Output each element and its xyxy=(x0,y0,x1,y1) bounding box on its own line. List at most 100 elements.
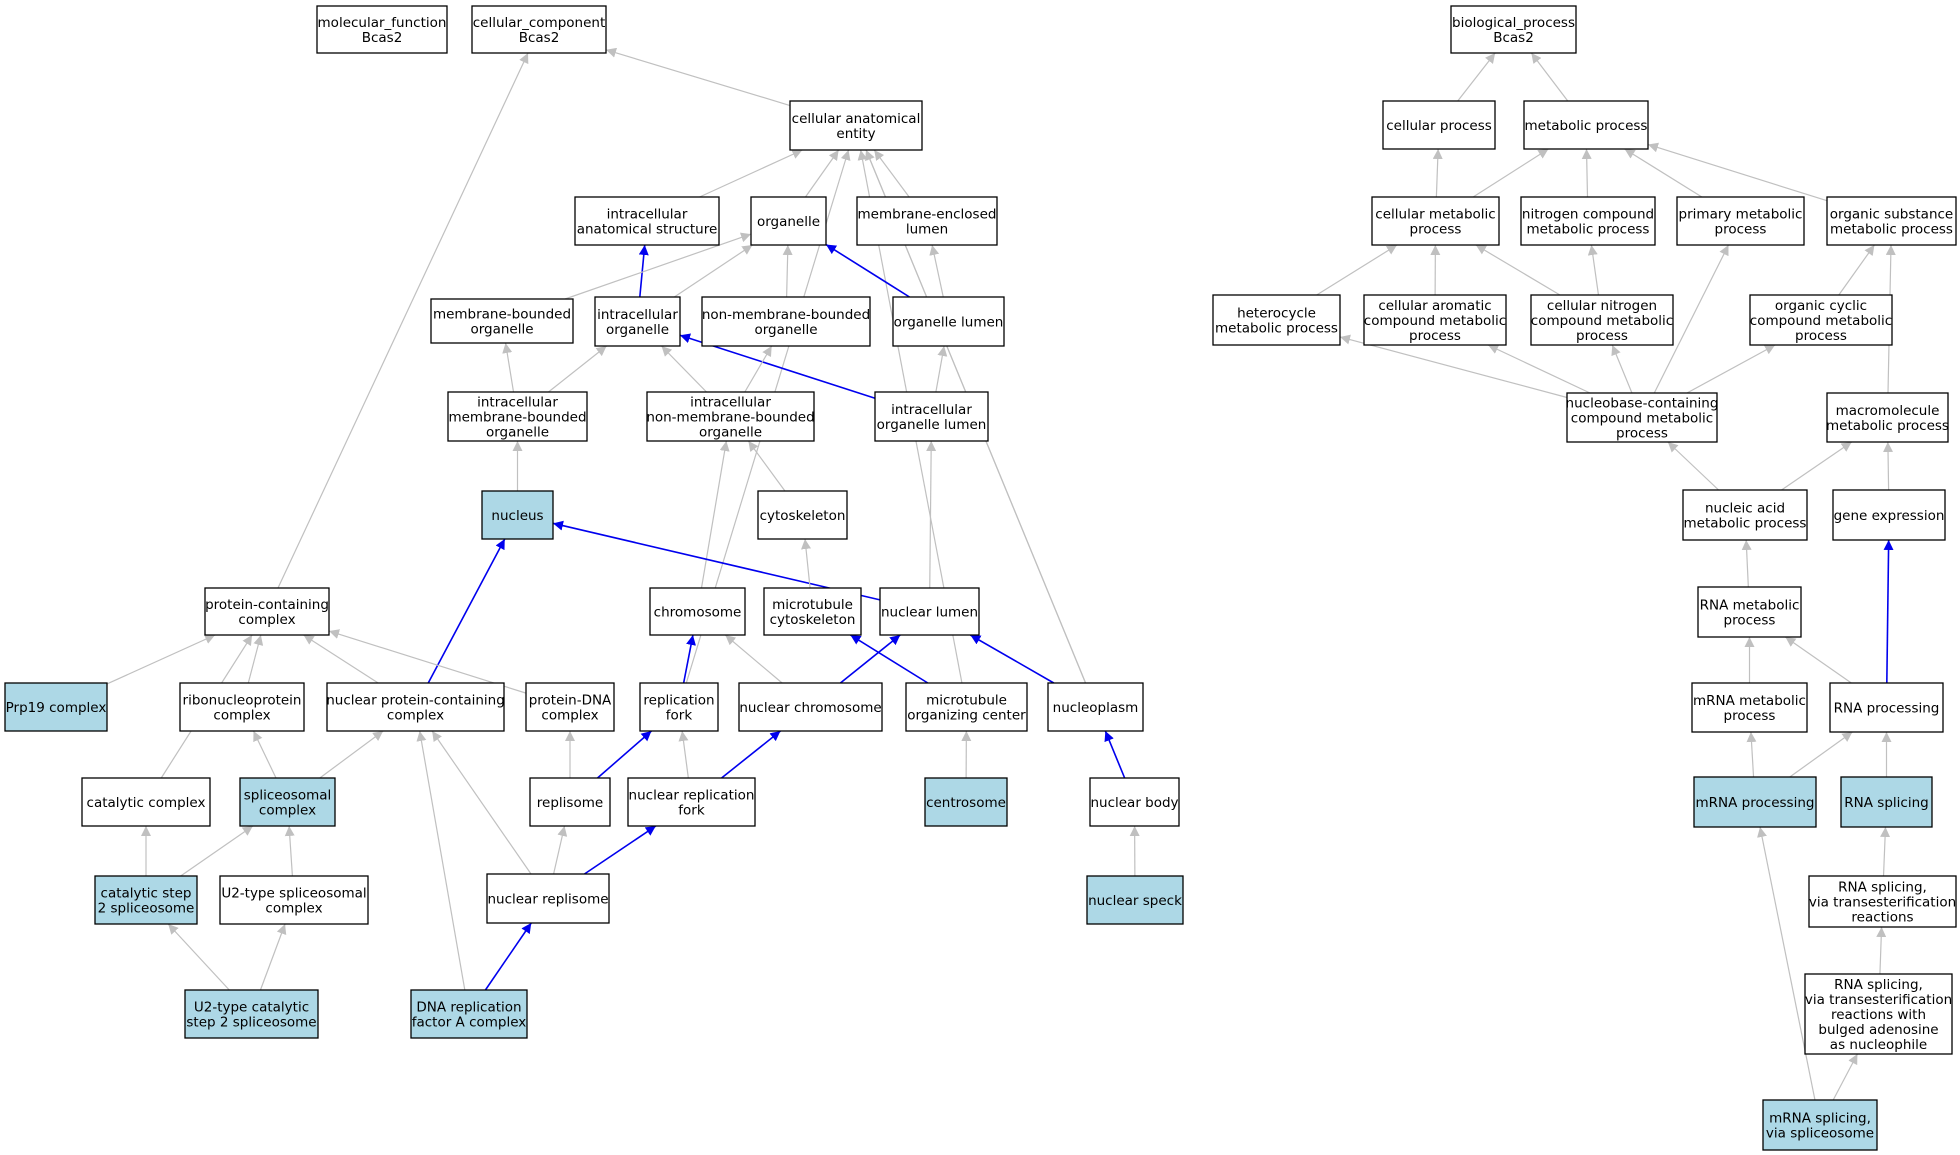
edge-non-membrane-bounded-organelle-to-organelle xyxy=(782,244,793,298)
go-term-node-cellular-process[interactable]: cellular process xyxy=(1382,100,1496,150)
node-label-line: metabolic process xyxy=(1830,222,1953,238)
go-term-node-nucleoplasm[interactable]: nucleoplasm xyxy=(1047,682,1144,732)
edge-intracellular-anatomical-structure-to-cellular-anatomical-entity xyxy=(699,149,803,198)
go-term-node-organelle-lumen[interactable]: organelle lumen xyxy=(892,296,1005,347)
edge-replisome-to-replication-fork xyxy=(597,730,652,779)
go-term-node-chromosome[interactable]: chromosome xyxy=(649,587,746,636)
go-term-node-nuclear-chromosome[interactable]: nuclear chromosome xyxy=(738,682,883,732)
edge-mrna-splicing-via-spliceosome-to-rna-splicing-via-transesterification-reactions-with-bulged-adenosine xyxy=(1832,1053,1858,1101)
go-term-node-replisome[interactable]: replisome xyxy=(529,777,611,827)
edge-mrna-processing-to-rna-processing xyxy=(1789,731,1853,778)
edge-nucleic-acid-metabolic-process-to-macromolecule-metabolic-process xyxy=(1781,441,1853,491)
node-label-line: RNA splicing xyxy=(1844,795,1928,811)
edge-cellular-metabolic-process-to-metabolic-process xyxy=(1472,148,1549,198)
node-label-line: nuclear replication xyxy=(629,788,755,804)
go-term-node-rna-processing[interactable]: RNA processing xyxy=(1829,682,1944,733)
go-term-node-nucleus[interactable]: nucleus xyxy=(481,490,554,540)
edge-heterocycle-metabolic-process-to-cellular-metabolic-process xyxy=(1316,244,1398,296)
go-term-node-mrna-splicing-via-spliceosome[interactable]: mRNA splicing,via spliceosome xyxy=(1762,1099,1878,1151)
node-box xyxy=(646,391,815,442)
node-label-line: Bcas2 xyxy=(362,30,403,46)
go-term-node-metabolic-process[interactable]: metabolic process xyxy=(1523,100,1649,150)
go-term-node-cytoskeleton[interactable]: cytoskeleton xyxy=(757,490,848,540)
node-label-line: process xyxy=(1409,328,1461,344)
edge-intracellular-organelle-to-organelle xyxy=(673,244,753,298)
go-term-node-rna-splicing[interactable]: RNA splicing xyxy=(1840,776,1933,828)
node-label-line: cellular aromatic xyxy=(1378,298,1491,314)
go-term-node-nuclear-body[interactable]: nuclear body xyxy=(1089,777,1180,827)
node-label-line: protein-DNA xyxy=(529,693,612,709)
node-label-line: RNA splicing, xyxy=(1834,977,1923,993)
node-box xyxy=(1530,294,1674,346)
node-label-line: catalytic step xyxy=(101,886,192,902)
go-term-node-catalytic-complex[interactable]: catalytic complex xyxy=(81,777,211,827)
node-box xyxy=(1523,100,1649,150)
edge-nucleobase-containing-compound-metabolic-process-to-cellular-aromatic-compound-metabolic-process xyxy=(1487,344,1591,394)
go-term-node-centrosome[interactable]: centrosome xyxy=(924,777,1008,827)
node-label-line: lumen xyxy=(906,222,948,238)
node-label-line: mRNA processing xyxy=(1696,795,1815,811)
node-label-line: via transesterification xyxy=(1805,992,1952,1008)
node-box xyxy=(486,873,610,924)
go-term-node-nuclear-lumen[interactable]: nuclear lumen xyxy=(879,587,980,636)
node-label-line: replication xyxy=(643,693,714,709)
node-box xyxy=(649,587,746,636)
node-box xyxy=(184,989,319,1039)
node-label-line: process xyxy=(1795,328,1847,344)
go-term-node-nuclear-speck[interactable]: nuclear speck xyxy=(1086,875,1184,925)
go-term-node-prp19-complex[interactable]: Prp19 complex xyxy=(4,682,108,732)
edge-nuclear-replication-fork-to-nuclear-chromosome xyxy=(721,730,781,779)
go-term-node-intracellular-non-membrane-bounded-organelle[interactable]: intracellularnon-membrane-boundedorganel… xyxy=(646,391,815,442)
go-term-node-gene-expression[interactable]: gene expression xyxy=(1832,489,1946,541)
edge-mrna-processing-to-mrna-metabolic-process xyxy=(1746,731,1757,778)
go-term-node-mrna-processing[interactable]: mRNA processing xyxy=(1693,776,1817,828)
edge-nuclear-replisome-to-replisome xyxy=(553,825,568,875)
node-label-line: mRNA metabolic xyxy=(1693,693,1806,709)
node-box xyxy=(892,296,1005,347)
go-term-node-rna-splicing-via-transesterification-reactions[interactable]: RNA splicing,via transesterificationreac… xyxy=(1808,875,1957,928)
go-term-node-nuclear-replisome[interactable]: nuclear replisome xyxy=(486,873,610,924)
go-term-node-organelle[interactable]: organelle xyxy=(750,196,827,246)
edge-nitrogen-compound-metabolic-process-to-metabolic-process xyxy=(1581,148,1592,198)
go-term-node-rna-splicing-via-transesterification-reactions-with-bulged-adenosine[interactable]: RNA splicing,via transesterificationreac… xyxy=(1804,973,1953,1055)
node-label-line: nucleic acid xyxy=(1705,501,1785,517)
